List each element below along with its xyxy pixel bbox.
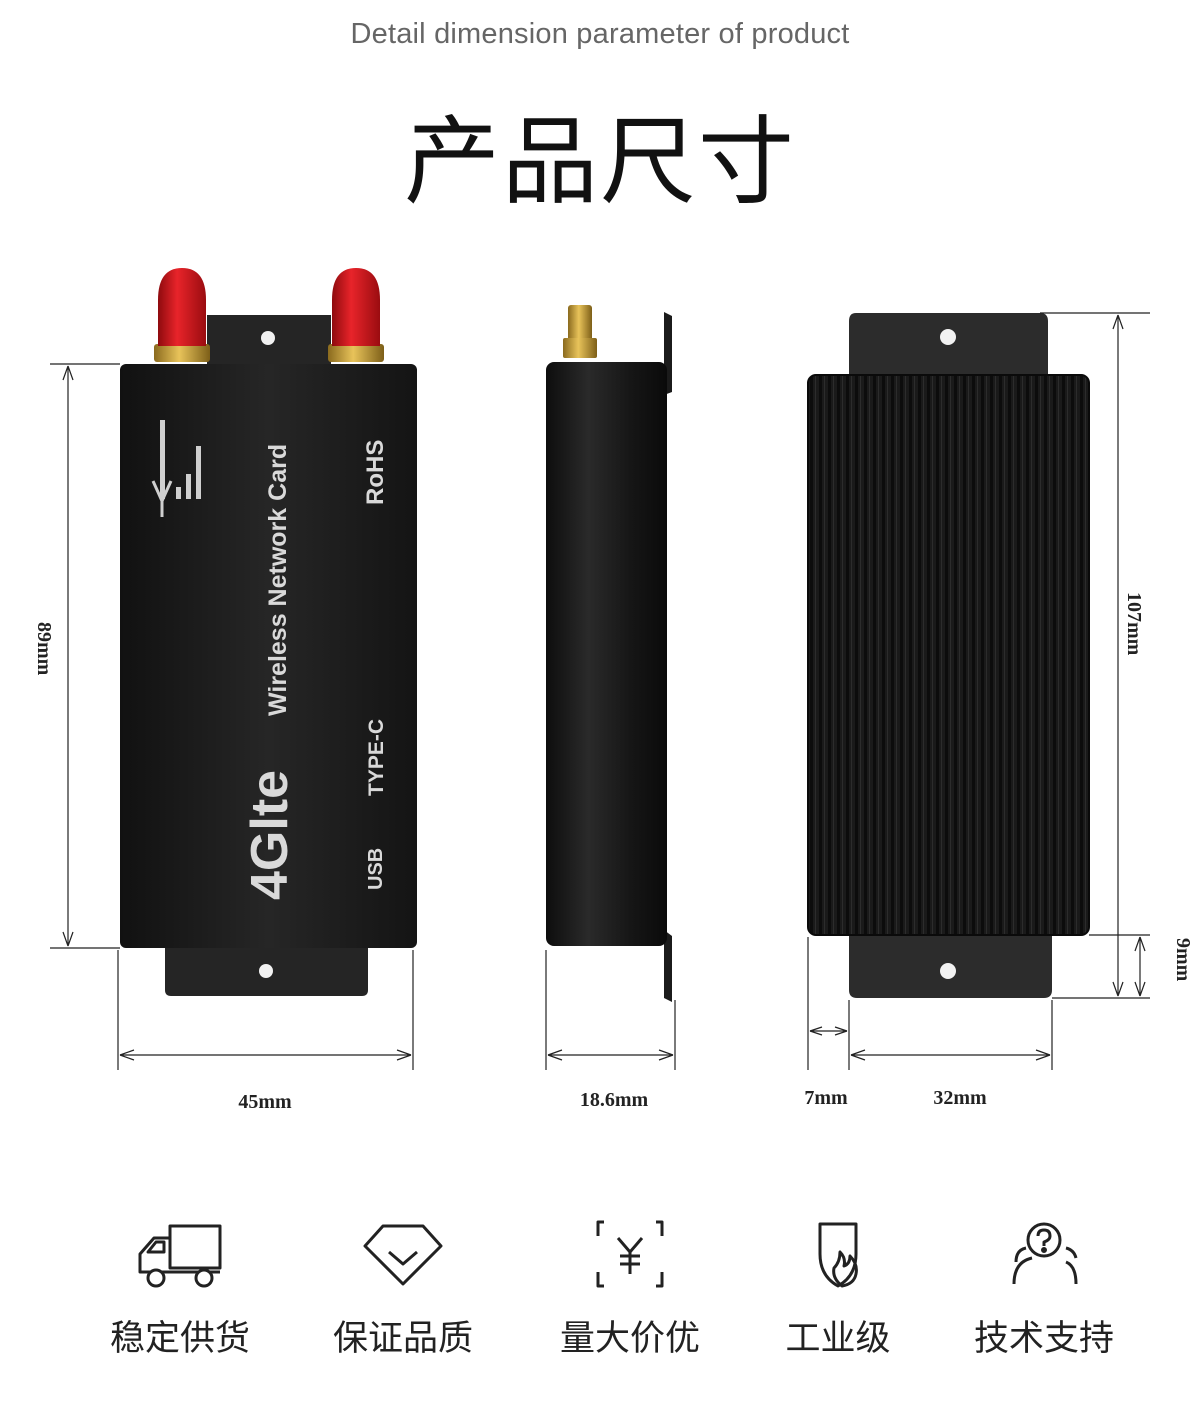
front-body [120,364,417,948]
feature-label: 稳定供货 [109,1319,250,1359]
support-people-icon [1012,1222,1078,1285]
usb-text: USB [365,848,387,890]
side-body [546,362,667,946]
dimension-lines [50,312,1150,1070]
feature-label: 量大价优 [559,1319,700,1359]
rohs-text: RoHS [362,440,389,505]
feature-row: 稳定供货 保证品质 量大价优 工业级 [0,1218,1200,1378]
flange-offset-label: 7mm [804,1087,848,1109]
type-c-text: TYPE-C [365,719,388,796]
side-bottom-flange [664,930,672,1002]
back-top-mount-hole [940,329,956,345]
antenna-left [154,268,210,362]
front-view: Wireless Network Card RoHS TYPE-C USB 4G… [120,268,417,996]
feature-label: 工业级 [785,1319,891,1359]
back-height-label: 107mm [1123,592,1145,656]
feature-stable-supply: 稳定供货 [80,1218,280,1361]
feature-tech-support: 技术支持 [944,1218,1144,1361]
feature-quality: 保证品质 [303,1218,503,1361]
feature-label: 技术支持 [973,1319,1114,1359]
back-top-flange [849,313,1048,380]
page-title: 产品尺寸 [404,106,796,218]
back-view [807,313,1090,998]
feature-price: 量大价优 [530,1218,730,1361]
diamond-check-icon [363,1224,443,1286]
delivery-truck-icon [138,1224,222,1288]
dimension-drawing: Wireless Network Card RoHS TYPE-C USB 4G… [33,268,1194,1113]
feature-label: 保证品质 [332,1319,473,1359]
antenna-right [328,268,384,362]
flange-width-label: 32mm [933,1087,987,1109]
front-height-label: 89mm [33,622,55,676]
front-top-mount-hole [261,331,275,345]
front-width-label: 45mm [238,1091,292,1113]
shield-fire-icon [818,1222,858,1288]
signal-icon [151,420,201,517]
flange-height-label: 9mm [1172,938,1194,982]
front-bottom-mount-hole [259,964,273,978]
feature-industrial: 工业级 [738,1218,938,1361]
yen-price-icon [596,1220,664,1288]
back-heatsink-body [808,375,1089,935]
lte-logo-text: 4Glte [241,770,299,900]
side-width-label: 18.6mm [580,1089,649,1111]
wireless-network-card-text: Wireless Network Card [264,444,292,716]
side-view [546,305,672,1002]
page-subtitle: Detail dimension parameter of product [350,18,850,50]
back-bottom-mount-hole [940,963,956,979]
